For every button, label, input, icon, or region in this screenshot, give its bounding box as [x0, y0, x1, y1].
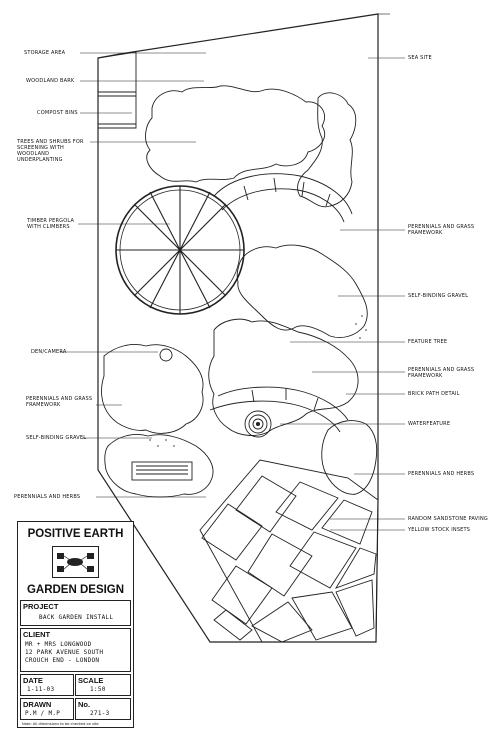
label-feature-tree: FEATURE TREE — [408, 339, 448, 345]
label-perennials-herbs-left: PERENNIALS AND HERBS — [14, 494, 81, 500]
scale-value: 1:50 — [90, 686, 106, 693]
planting-bed-middle — [208, 318, 359, 436]
site-boundary — [97, 13, 379, 643]
planting-bed-lower-left — [104, 434, 214, 498]
client-line3: CROUCH END - LONDON — [25, 657, 100, 664]
date-value: 1-11-03 — [27, 686, 55, 693]
drawing-number-cell: No. 271-3 — [75, 698, 131, 720]
drawn-cell: DRAWN P.M / M.P — [20, 698, 74, 720]
company-logo — [52, 546, 99, 578]
drawing-number-label: No. — [78, 700, 91, 709]
storage-area-outline — [97, 51, 137, 129]
label-random-sandstone-paving: RANDOM SANDSTONE PAVING — [408, 516, 488, 522]
brick-path-lower — [217, 386, 349, 421]
bench — [131, 461, 193, 481]
waterfeature-rings — [244, 410, 272, 438]
leader-lines-left — [60, 52, 206, 498]
label-brick-path-detail: BRICK PATH DETAIL — [408, 391, 460, 397]
client-label: CLIENT — [23, 630, 51, 639]
date-cell: DATE 1-11-03 — [20, 674, 74, 696]
den-camera-marker — [159, 348, 173, 362]
label-self-binding-gravel-left: SELF-BINDING GRAVEL — [26, 435, 87, 441]
drawn-value: P.M / M.P — [25, 710, 61, 717]
client-line1: MR + MRS LONGWOOD — [25, 641, 92, 648]
sandstone-paving — [199, 459, 379, 643]
label-sea-site: SEA SITE — [408, 55, 432, 61]
project-value: BACK GARDEN INSTALL — [39, 614, 114, 621]
label-yellow-stock-insets: YELLOW STOCK INSETS — [408, 527, 471, 533]
title-block: POSITIVE EARTH GARDEN DESIGN PROJECT BAC… — [17, 521, 134, 728]
logo-graphic — [57, 553, 94, 572]
label-den-camera: DEN/CAMERA — [31, 349, 67, 355]
drawn-label: DRAWN — [23, 700, 52, 709]
shrub-canopy-right — [297, 92, 357, 208]
label-self-binding-gravel: SELF-BINDING GRAVEL — [408, 293, 469, 299]
dimensions-note: Note: All dimensions to be checked on si… — [22, 722, 99, 726]
label-storage-area: STORAGE AREA — [24, 50, 66, 56]
planting-bed-left — [101, 344, 204, 434]
gravel-texture — [149, 315, 367, 447]
label-perennials-grass-framework-1: PERENNIALS AND GRASS FRAMEWORK — [408, 224, 475, 236]
central-planting-bed — [236, 244, 368, 338]
project-label: PROJECT — [23, 602, 59, 611]
shrub-canopy-top — [145, 85, 326, 183]
label-perennials-grass-left: PERENNIALS AND GRASS FRAMEWORK — [26, 396, 93, 408]
client-cell: CLIENT MR + MRS LONGWOOD 12 PARK AVENUE … — [20, 628, 131, 672]
label-waterfeature: WATERFEATURE — [408, 421, 451, 427]
pergola-beams — [116, 186, 244, 314]
planting-bed-right-lower — [321, 420, 378, 495]
brick-path-lower-inner — [209, 400, 341, 433]
client-line2: 12 PARK AVENUE SOUTH — [25, 649, 104, 656]
brand-name-bottom: GARDEN DESIGN — [26, 584, 125, 596]
project-cell: PROJECT BACK GARDEN INSTALL — [20, 600, 131, 626]
label-perennials-and-herbs: PERENNIALS AND HERBS — [408, 471, 475, 477]
label-perennials-grass-framework-2: PERENNIALS AND GRASS FRAMEWORK — [408, 367, 475, 379]
label-timber-pergola: TIMBER PERGOLA WITH CLIMBERS — [27, 218, 75, 230]
label-trees-shrubs: TREES AND SHRUBS FOR SCREENING WITH WOOD… — [17, 139, 84, 163]
brand-name-top: POSITIVE EARTH — [27, 528, 124, 540]
scale-cell: SCALE 1:50 — [75, 674, 131, 696]
label-compost-bins: COMPOST BINS — [37, 110, 78, 116]
label-woodland-bark: WOODLAND BARK — [26, 78, 75, 84]
date-label: DATE — [23, 676, 43, 685]
scale-label: SCALE — [78, 676, 104, 685]
drawing-number-value: 271-3 — [90, 710, 110, 717]
leader-lines-right — [280, 57, 405, 531]
brick-path-upper-inner — [221, 188, 345, 223]
brick-path-upper — [213, 173, 353, 215]
